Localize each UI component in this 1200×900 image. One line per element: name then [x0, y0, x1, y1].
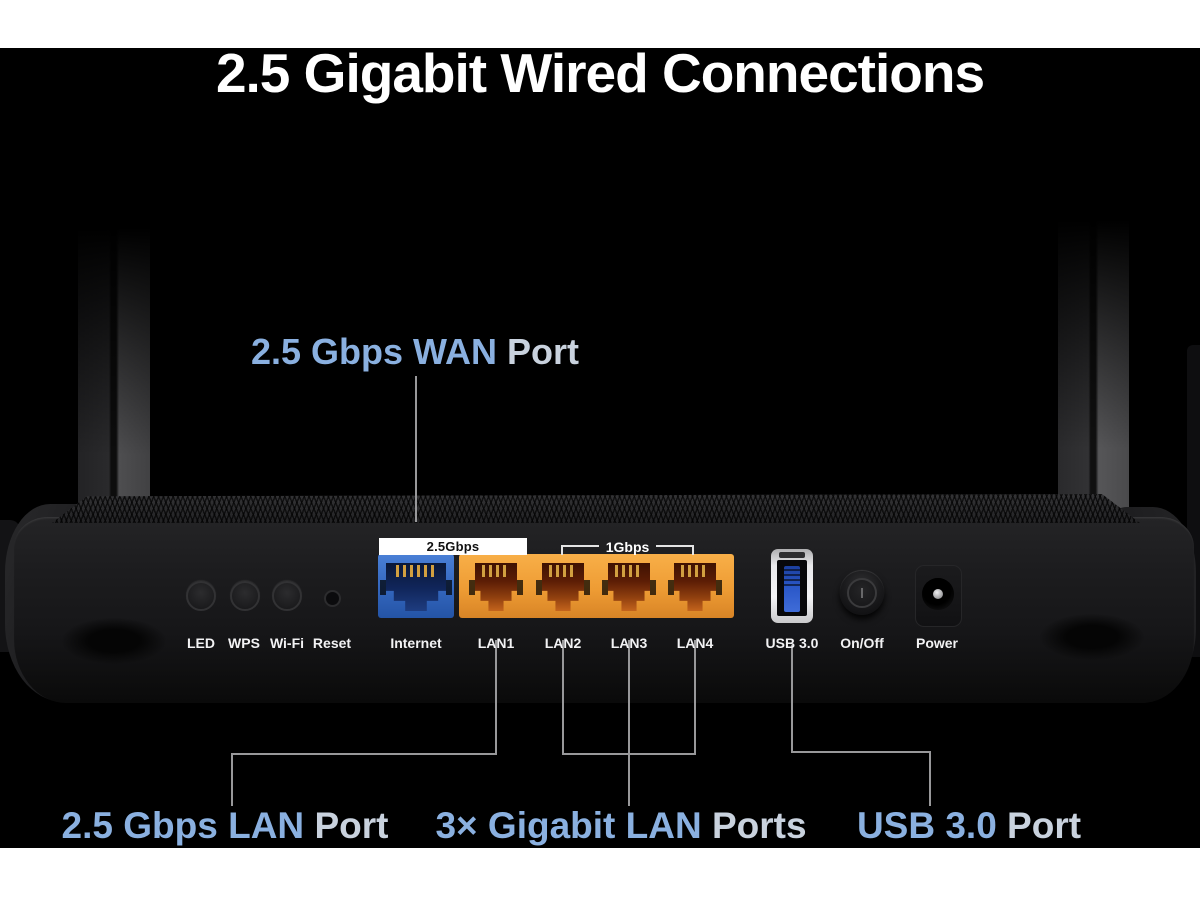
callout-line-lan4-vertical: [694, 640, 696, 755]
router-top-vent-mesh: [52, 494, 1140, 523]
lan2-latch-right: [584, 580, 590, 595]
panel-label-internet: Internet: [390, 635, 442, 651]
wan-port-latch-left: [380, 580, 386, 595]
led-button: [186, 581, 216, 611]
panel-label-wps: WPS: [228, 635, 260, 651]
lan2-port-pins: [548, 565, 578, 577]
lan4-latch-right: [716, 580, 722, 595]
usb-port-contacts: [784, 569, 800, 589]
power-button: [840, 571, 884, 615]
callout-wan-main: 2.5 Gbps WAN: [250, 331, 498, 372]
usb-port-marking: [779, 552, 805, 558]
background: [0, 48, 1200, 848]
page-title: 2.5 Gigabit Wired Connections: [215, 42, 985, 104]
lan-port-block: [459, 554, 734, 618]
panel-label-lan1: LAN1: [477, 635, 515, 651]
panel-label-led: LED: [187, 635, 215, 651]
wan-port-latch-right: [446, 580, 452, 595]
panel-label-lan2: LAN2: [544, 635, 582, 651]
lan2-port: [534, 554, 592, 618]
callout-line-lan2-vertical: [562, 640, 564, 755]
panel-label-wifi: Wi-Fi: [269, 635, 305, 651]
callout-25g-lan-port: 2.5 Gbps LAN Port: [62, 805, 389, 847]
callout-line-lan3-vertical: [628, 640, 630, 806]
panel-label-lan3: LAN3: [610, 635, 648, 651]
callout-usb-suffix: Port: [996, 805, 1082, 846]
lan3-port: [600, 554, 658, 618]
callout-usb-port: USB 3.0 Port: [857, 805, 1081, 847]
lan3-port-jack: [608, 563, 650, 611]
wan-port: [378, 554, 454, 618]
callout-25g-lan-suffix: Port: [304, 805, 389, 846]
bracket-right-tick: [692, 545, 695, 555]
lan4-port: [666, 554, 724, 618]
wan-speed-tag: 2.5Gbps: [379, 538, 527, 555]
lan2-port-jack: [542, 563, 584, 611]
bracket-left-line: [563, 545, 599, 547]
wifi-button: [272, 581, 302, 611]
lan1-port: [467, 554, 525, 618]
callout-line-lan1-drop: [231, 753, 233, 806]
usb-port: [771, 549, 813, 623]
bracket-left-tick: [561, 545, 563, 555]
panel-label-reset: Reset: [312, 635, 352, 651]
dc-power-jack: [915, 565, 962, 627]
callout-usb-main: USB 3.0: [856, 805, 997, 846]
lan1-latch-left: [469, 580, 475, 595]
wps-button: [230, 581, 260, 611]
callout-line-usb-vertical: [791, 645, 793, 753]
power-button-mark: [861, 588, 863, 598]
lan4-latch-left: [668, 580, 674, 595]
panel-label-usb: USB 3.0: [765, 635, 819, 651]
right-antenna-hinge-shadow: [1040, 614, 1144, 660]
bracket-right-line: [656, 545, 693, 547]
lan4-port-pins: [680, 565, 710, 577]
left-antenna-hinge-shadow: [62, 618, 166, 664]
panel-label-lan4: LAN4: [676, 635, 714, 651]
callout-line-lan1-vertical: [495, 640, 497, 755]
callout-gigabit-suffix: Ports: [701, 805, 807, 846]
wan-speed-text: 2.5Gbps: [426, 539, 480, 554]
callout-line-usb-drop: [929, 751, 931, 806]
callout-wan-suffix: Port: [497, 331, 580, 372]
lan4-port-jack: [674, 563, 716, 611]
callout-line-usb-horizontal: [791, 751, 931, 753]
lan1-port-jack: [475, 563, 517, 611]
lan3-port-pins: [614, 565, 644, 577]
wan-port-jack: [386, 563, 446, 611]
callout-line-wan: [415, 376, 417, 522]
lan3-latch-left: [602, 580, 608, 595]
reset-button: [324, 590, 341, 607]
callout-line-lan1-horizontal: [231, 753, 497, 755]
callout-25g-lan-main: 2.5 Gbps LAN: [61, 805, 305, 846]
panel-label-power: Power: [915, 635, 959, 651]
lan3-latch-right: [650, 580, 656, 595]
lan-speed-text: 1Gbps: [605, 539, 650, 555]
wan-port-pins: [395, 565, 437, 577]
lan1-latch-right: [517, 580, 523, 595]
callout-gigabit-lan-ports: 3× Gigabit LAN Ports: [435, 805, 806, 847]
lan1-port-pins: [481, 565, 511, 577]
panel-label-onoff: On/Off: [840, 635, 884, 651]
gigabit-span-bracket: 1Gbps: [561, 539, 695, 557]
dc-jack-pin: [933, 589, 943, 599]
callout-gigabit-main: 3× Gigabit LAN: [435, 805, 702, 846]
lan2-latch-left: [536, 580, 542, 595]
callout-wan-port: 2.5 Gbps WAN Port: [251, 331, 579, 373]
